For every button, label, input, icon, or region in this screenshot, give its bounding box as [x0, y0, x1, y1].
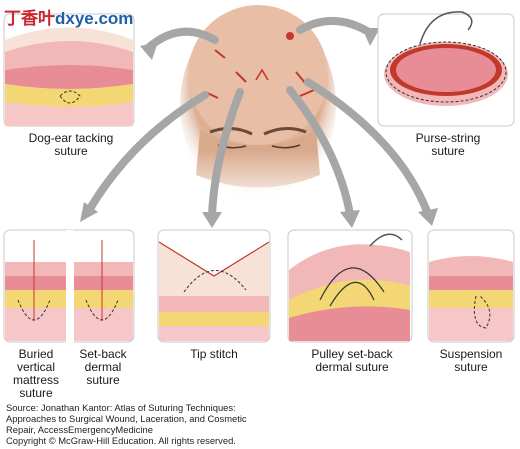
panel-tip	[157, 229, 271, 343]
panel-buried	[3, 229, 135, 343]
watermark-prefix: 丁香叶	[4, 9, 55, 28]
source-line-1: Source: Jonathan Kantor: Atlas of Suturi…	[6, 402, 236, 413]
copyright-line: Copyright © McGraw-Hill Education. All r…	[6, 435, 236, 446]
source-citation: Source: Jonathan Kantor: Atlas of Suturi…	[6, 402, 247, 446]
watermark-domain: dxye.com	[55, 9, 134, 28]
label-suspension: Suspension suture	[439, 347, 503, 374]
label-dog-ear: Dog-ear tacking suture	[28, 131, 114, 158]
label-set-back: Set-back dermal suture	[79, 347, 127, 387]
label-purse-string: Purse-string suture	[415, 131, 481, 158]
label-tip-stitch: Tip stitch	[190, 347, 238, 361]
watermark: 丁香叶dxye.com	[4, 4, 133, 29]
label-pulley: Pulley set-back dermal suture	[311, 347, 393, 374]
arrow-tip	[208, 88, 244, 220]
panel-suspension	[427, 229, 515, 343]
panel-purse-string	[377, 11, 515, 127]
arrow-suspension	[304, 78, 432, 218]
panel-pulley	[287, 229, 413, 343]
arrow-pulley	[286, 86, 354, 218]
label-buried-vertical: Buried vertical mattress suture	[12, 347, 59, 400]
source-line-2: Approaches to Surgical Wound, Laceration…	[6, 413, 247, 424]
source-line-3: Repair, AccessEmergencyMedicine	[6, 424, 153, 435]
arrow-buried	[84, 91, 209, 216]
arrow-heads	[80, 28, 438, 228]
panel-dog-ear	[3, 13, 135, 127]
